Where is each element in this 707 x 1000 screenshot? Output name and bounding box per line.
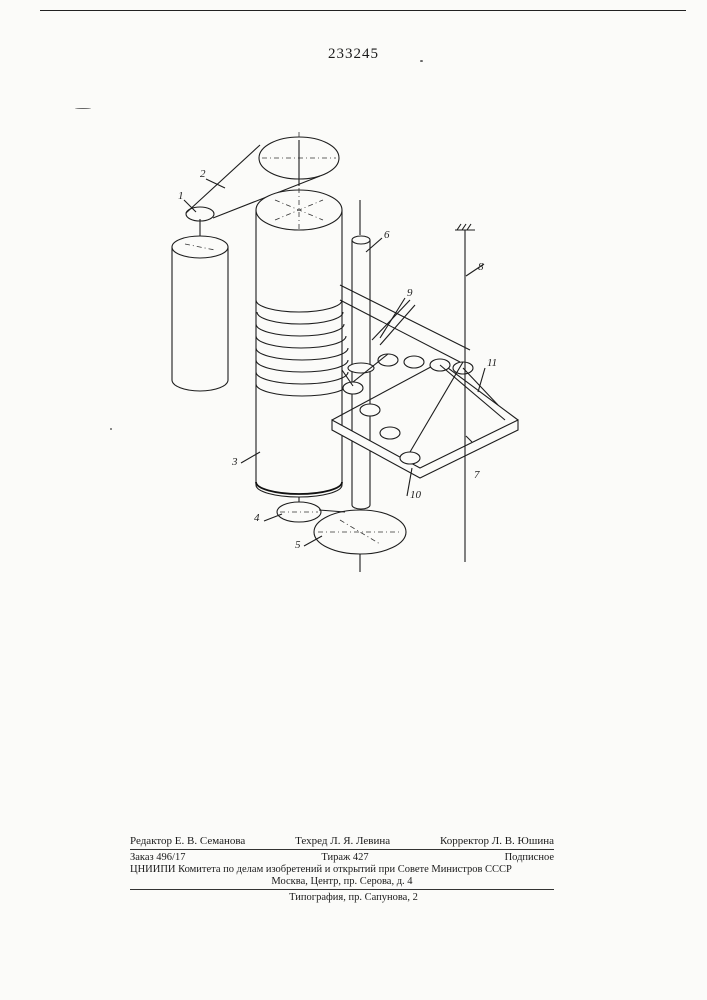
order-number: Заказ 496/17 — [130, 852, 185, 864]
label-4: 4 — [254, 512, 260, 524]
institute-address: Москва, Центр, пр. Серова, д. 4 — [130, 876, 554, 888]
fixed-rod — [455, 224, 475, 562]
label-7: 7 — [474, 469, 480, 481]
label-1: 1 — [178, 190, 184, 202]
label-10: 10 — [410, 489, 422, 501]
label-11: 11 — [487, 357, 497, 369]
corrector-credit: Корректор Л. В. Юшина — [440, 835, 554, 847]
lower-pulleys — [277, 497, 406, 572]
label-3: 3 — [231, 456, 238, 468]
scan-speck — [420, 60, 423, 62]
label-5: 5 — [295, 539, 301, 551]
institute-name: ЦНИИПИ Комитета по делам изобретений и о… — [130, 864, 554, 876]
separator-bottom — [130, 889, 554, 890]
subscription-note: Подписное — [505, 852, 554, 864]
winding-drum — [256, 140, 348, 497]
scan-speck — [75, 108, 91, 109]
credits-row: Редактор Е. В. Семанова Техред Л. Я. Лев… — [130, 835, 554, 847]
left-cylinder — [172, 219, 228, 391]
vertical-shaft — [348, 200, 374, 509]
label-2: 2 — [200, 168, 206, 180]
printing-house: Типография, пр. Сапунова, 2 — [0, 892, 707, 903]
separator-top — [130, 849, 554, 850]
techred-credit: Техред Л. Я. Левина — [295, 835, 390, 847]
label-9: 9 — [407, 287, 413, 299]
editor-credit: Редактор Е. В. Семанова — [130, 835, 245, 847]
label-6: 6 — [384, 229, 390, 241]
publication-info: Заказ 496/17 Тираж 427 Подписное ЦНИИПИ … — [130, 852, 554, 888]
scan-speck — [110, 428, 112, 430]
circulation: Тираж 427 — [321, 852, 368, 864]
